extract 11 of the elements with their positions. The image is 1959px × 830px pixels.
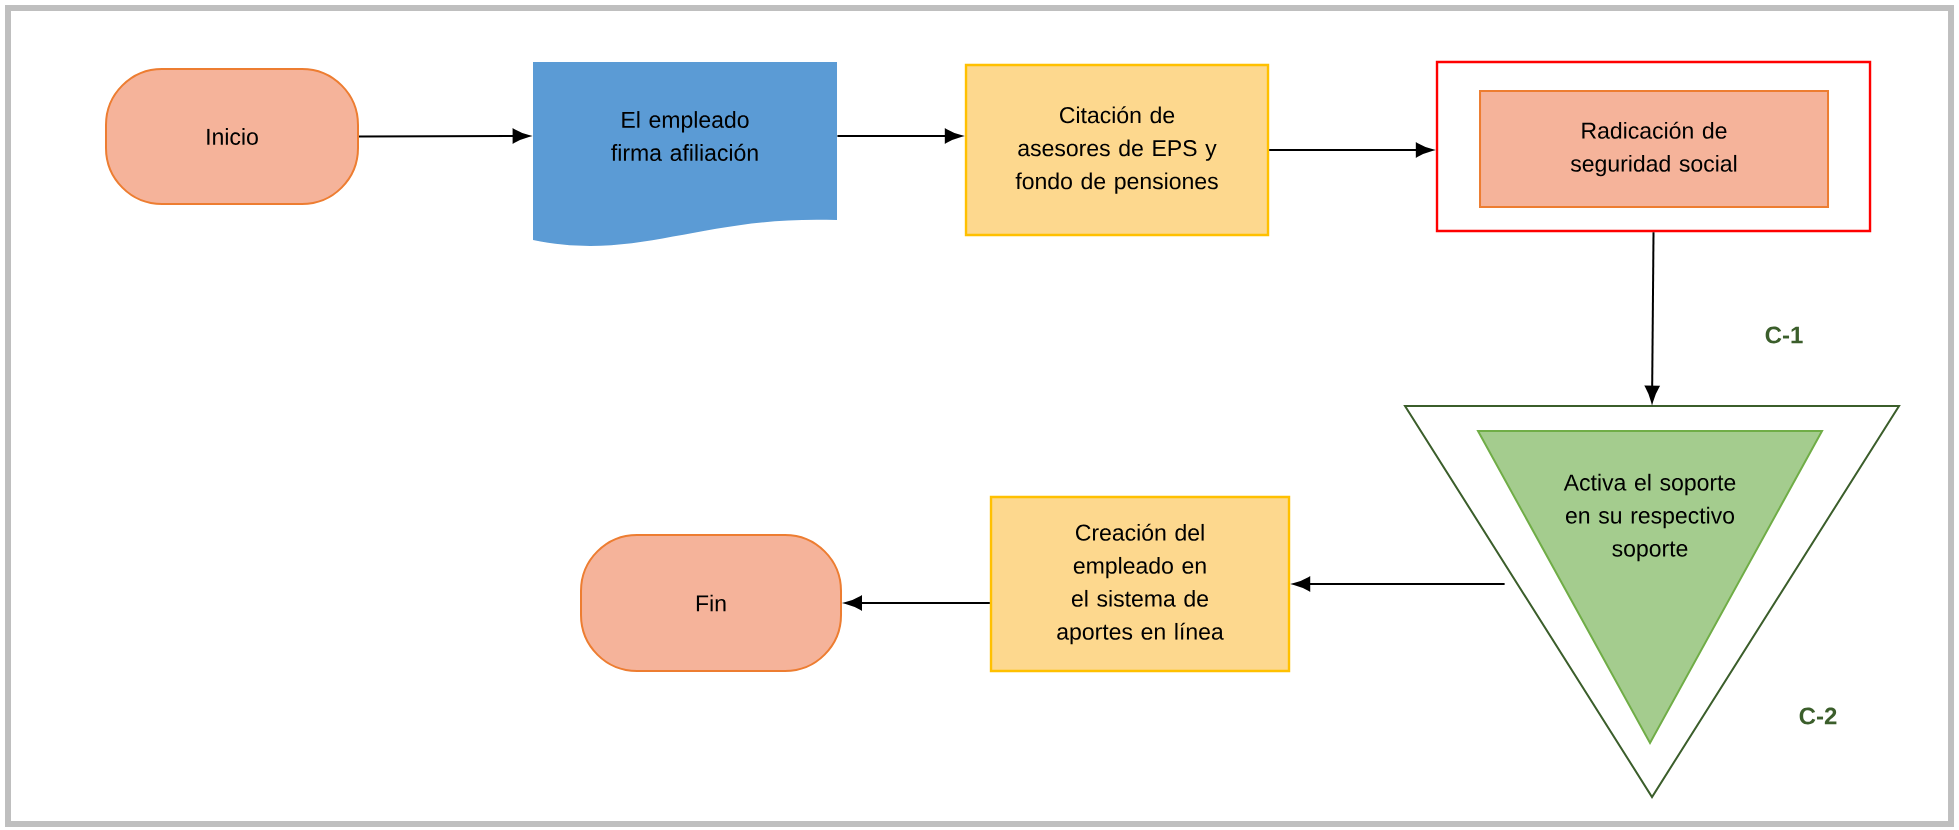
process-box: Citación de asesores de EPS y fondo de pensiones — [964, 63, 1270, 237]
arrow — [836, 128, 962, 144]
arrow — [358, 128, 530, 144]
process-box: Creación del empleado en el sistema de aportes en línea — [989, 495, 1291, 673]
arrow — [1645, 231, 1660, 403]
highlight-frame — [1435, 60, 1872, 233]
arrow — [1268, 142, 1433, 158]
arrow — [844, 595, 991, 611]
callout-label: C-1 — [1765, 326, 1803, 344]
arrow — [1293, 576, 1506, 592]
process-box: Radicación de seguridad social — [1479, 90, 1829, 208]
